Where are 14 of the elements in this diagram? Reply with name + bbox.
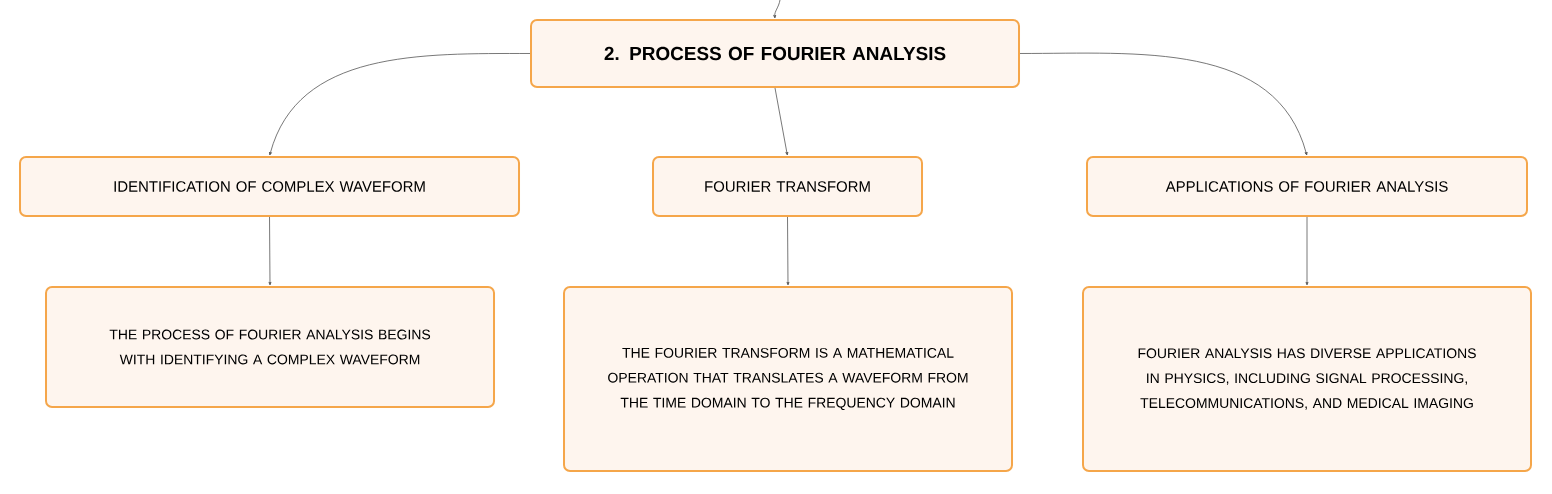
description-box: THE PROCESS OF FOURIER ANALYSIS BEGINS WITH IDENTIFYING A COMPLEX WAVEFORM bbox=[45, 286, 495, 408]
arrow bbox=[1305, 216, 1309, 286]
description-box: FOURIER ANALYSIS HAS DIVERSE APPLICATIONS IN PHYSICS, INCLUDING SIGNAL PROCESSING, TELECOMMUNICATIONS, AND MEDICAL IMAGING bbox=[1082, 286, 1532, 472]
topic-box: APPLICATIONS OF FOURIER ANALYSIS bbox=[1086, 156, 1528, 217]
arrow bbox=[774, 87, 789, 156]
topic-box: IDENTIFICATION OF COMPLEX WAVEFORM bbox=[19, 156, 520, 217]
arrow bbox=[268, 216, 272, 286]
arrow bbox=[269, 53, 531, 156]
description-box: THE FOURIER TRANSFORM IS A MATHEMATICAL OPERATION THAT TRANSLATES A WAVEFORM FROM THE TIME DOMAIN TO THE FREQUENCY DOMAIN bbox=[563, 286, 1013, 472]
arrow bbox=[786, 216, 790, 286]
arrow bbox=[773, 0, 781, 19]
title-box: 2. PROCESS OF FOURIER ANALYSIS bbox=[530, 19, 1020, 88]
topic-box: FOURIER TRANSFORM bbox=[652, 156, 923, 217]
arrow bbox=[1019, 52, 1308, 156]
